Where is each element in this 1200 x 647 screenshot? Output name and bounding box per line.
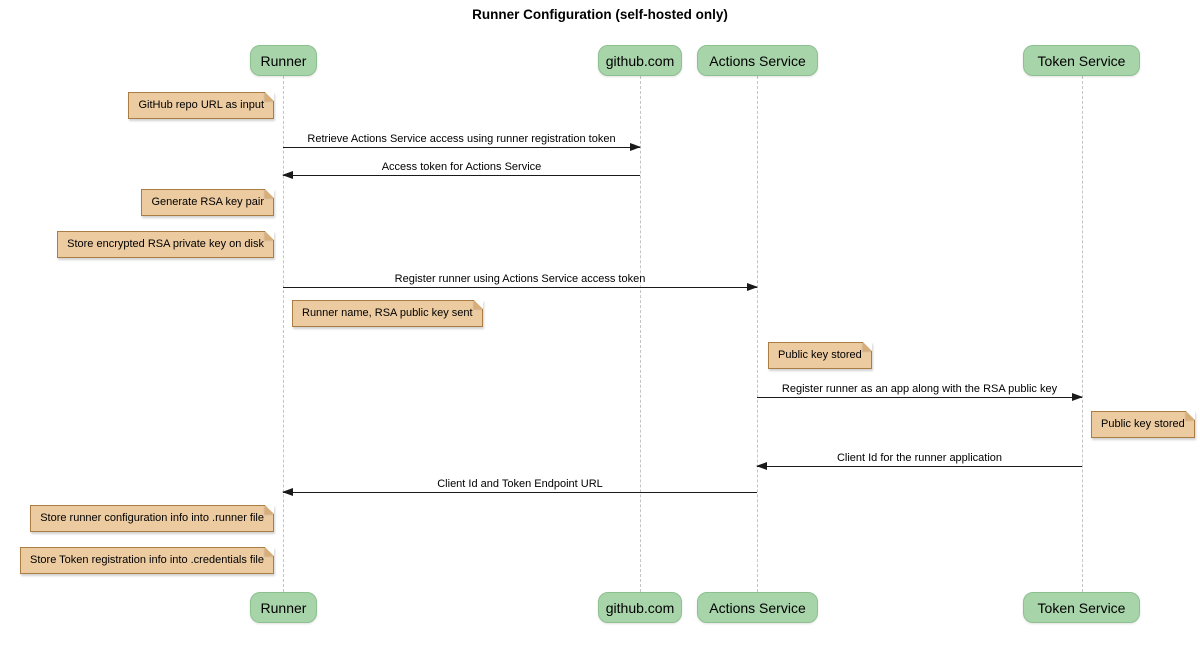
message-label: Register runner as an app along with the… [781, 383, 1058, 395]
actor-runner-bottom: Runner [250, 592, 317, 623]
arrowhead-right-icon [630, 142, 641, 151]
message-label: Client Id and Token Endpoint URL [437, 478, 603, 490]
arrowhead-left-icon [282, 487, 293, 496]
message-label: Register runner using Actions Service ac… [394, 273, 646, 285]
note-public-key-stored-1: Public key stored [768, 342, 872, 369]
note-store-private-key: Store encrypted RSA private key on disk [57, 231, 274, 258]
message-line [282, 170, 640, 179]
message-register-app: Register runner as an app along with the… [757, 383, 1083, 401]
actor-github-bottom: github.com [598, 592, 682, 623]
note-github-repo-url: GitHub repo URL as input [128, 92, 274, 119]
note-generate-rsa: Generate RSA key pair [141, 189, 274, 216]
message-retrieve-access: Retrieve Actions Service access using ru… [283, 133, 641, 151]
note-public-key-stored-2: Public key stored [1091, 411, 1195, 438]
message-access-token: Access token for Actions Service [282, 161, 640, 179]
arrowhead-right-icon [747, 282, 758, 291]
lifeline-token-service [1082, 76, 1083, 592]
message-label: Access token for Actions Service [381, 161, 542, 173]
lifeline-github [640, 76, 641, 592]
actor-token-service-bottom: Token Service [1023, 592, 1140, 623]
message-label: Client Id for the runner application [836, 452, 1003, 464]
message-line [282, 487, 757, 496]
message-line [283, 282, 758, 291]
message-line [756, 461, 1082, 470]
message-line [283, 142, 641, 151]
actor-actions-service-bottom: Actions Service [697, 592, 818, 623]
diagram-title: Runner Configuration (self-hosted only) [472, 7, 728, 22]
actor-actions-service-top: Actions Service [697, 45, 818, 76]
note-store-credentials: Store Token registration info into .cred… [20, 547, 274, 574]
message-line [757, 392, 1083, 401]
note-store-runner-file: Store runner configuration info into .ru… [30, 505, 274, 532]
lifeline-actions-service [757, 76, 758, 592]
actor-runner-top: Runner [250, 45, 317, 76]
note-runner-name-sent: Runner name, RSA public key sent [292, 300, 483, 327]
arrowhead-left-icon [282, 170, 293, 179]
message-label: Retrieve Actions Service access using ru… [307, 133, 616, 145]
message-client-id: Client Id for the runner application [756, 452, 1082, 470]
message-register-runner: Register runner using Actions Service ac… [283, 273, 758, 291]
actor-github-top: github.com [598, 45, 682, 76]
actor-token-service-top: Token Service [1023, 45, 1140, 76]
arrowhead-right-icon [1072, 392, 1083, 401]
arrowhead-left-icon [756, 461, 767, 470]
message-client-id-endpoint: Client Id and Token Endpoint URL [282, 478, 757, 496]
lifeline-runner [283, 76, 284, 592]
